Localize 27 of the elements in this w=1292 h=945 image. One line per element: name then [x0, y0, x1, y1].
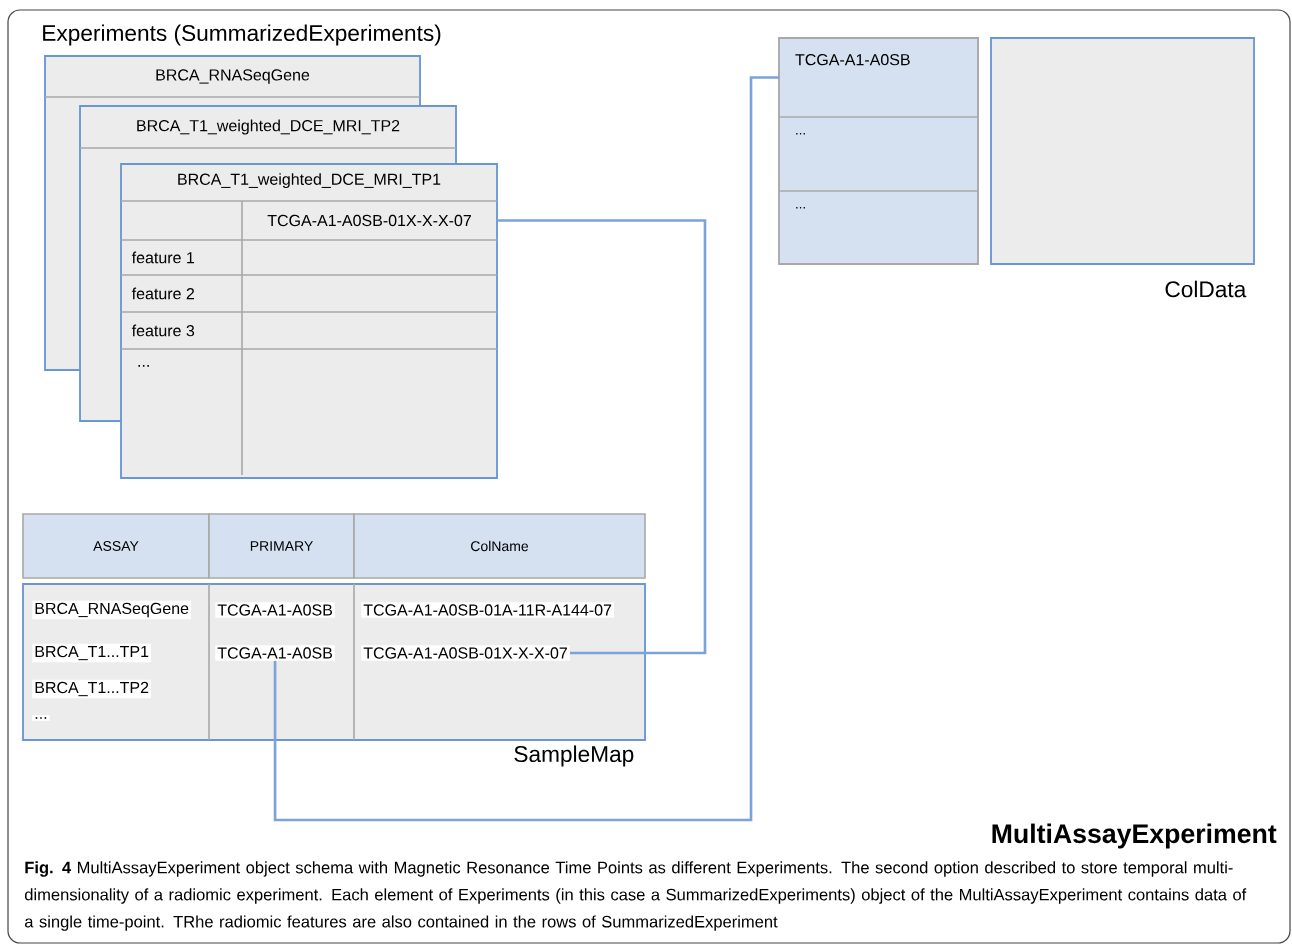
caption: Fig. 4 MultiAssayExperiment object schema with Magnetic Resonance Time Points as different Experiments. The second option described to store temporal multi-dimensionality of a radiomic experiment. Each element of Experiments (in this case a SummarizedExperiments) object of the MultiAssayExperiment contains data of a single time-point. TRhe radiomic features are also contained in the rows of SummarizedExperiment — [24, 861, 1247, 931]
sample-table — [778, 37, 979, 265]
cell-text: TCGA-A1-A0SB-01X-X-X-07 — [361, 645, 570, 661]
table-caption: SampleMap — [514, 745, 634, 767]
data-table: BRCA_RNASeqGene — [156, 69, 310, 84]
connector-line — [497, 219, 707, 655]
data-table: BRCA_T1_weighted_DCE_MRI_TP2 — [137, 119, 400, 135]
table-cell: TCGA-A1-A0SB-01X-X-X-07 — [267, 214, 471, 227]
table-cell: ... — [796, 133, 805, 135]
table-cell: ColName — [353, 513, 646, 579]
table-cell: ASSAY — [22, 513, 210, 579]
table-cell: ... — [796, 207, 805, 209]
table-cell: feature 2 — [131, 287, 194, 300]
table-cell: feature 1 — [131, 251, 195, 264]
heading: Experiments (SummarizedExperiments) — [43, 24, 441, 46]
data-box — [990, 37, 1255, 265]
cell-text: TCGA-A1-A0SB-01A-11R-A144-07 — [361, 602, 614, 618]
table-cell: ... — [138, 365, 149, 367]
bold-label: MultiAssayExperiment — [992, 823, 1277, 849]
table-cell: TCGA-A1-A0SB — [795, 54, 910, 66]
cell-text: TCGA-A1-A0SB — [215, 645, 335, 661]
cell-text: ... — [32, 715, 50, 721]
table-cell: PRIMARY — [208, 513, 355, 579]
table-caption: ColData — [1165, 280, 1247, 298]
table-cell: feature 3 — [131, 324, 195, 337]
cell-text: TCGA-A1-A0SB — [215, 602, 335, 618]
connector-line — [273, 76, 779, 822]
